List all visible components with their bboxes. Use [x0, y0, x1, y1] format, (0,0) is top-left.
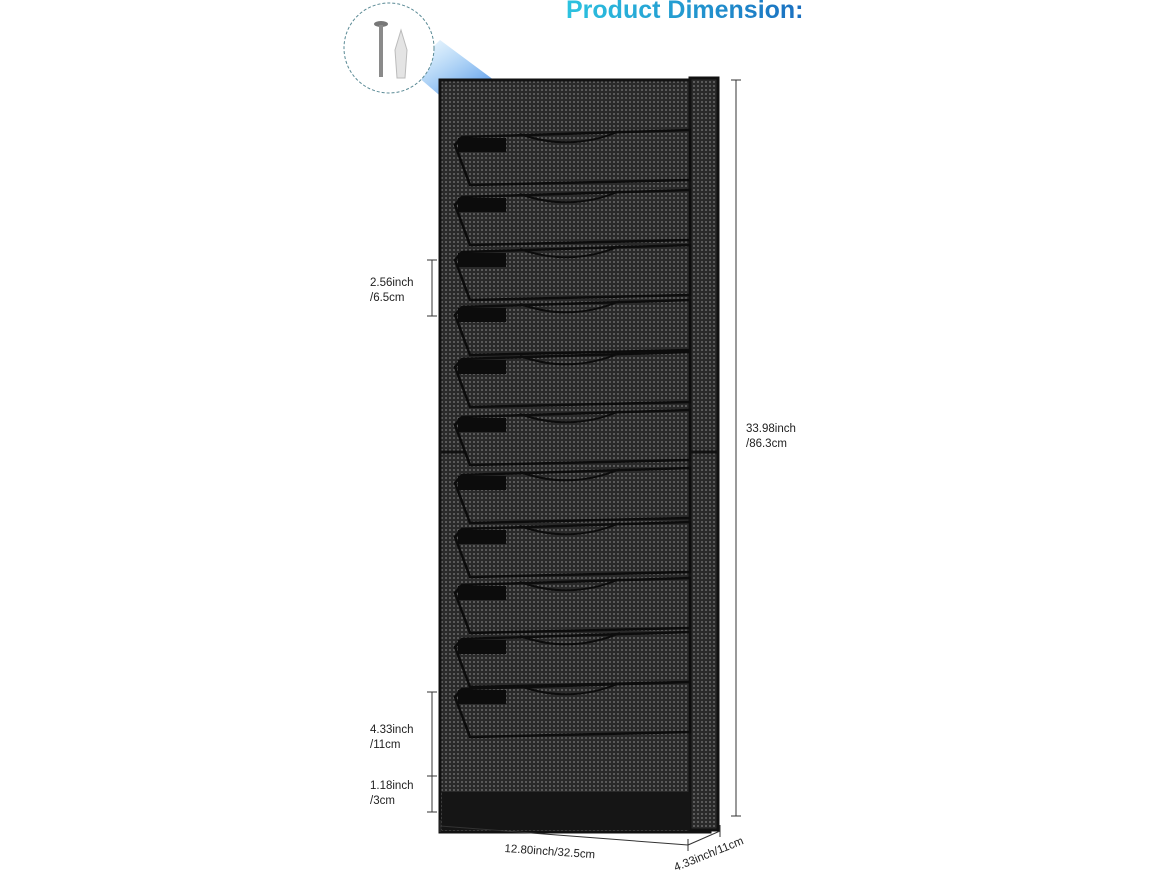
label-tab	[458, 138, 506, 152]
height-inch: 33.98inch	[746, 423, 796, 435]
pocket-curve	[519, 300, 621, 314]
pocket-curve	[519, 522, 621, 536]
label-tab	[458, 530, 506, 544]
bottom-height-label: 1.18inch /3cm	[370, 779, 413, 809]
dimension-lines	[427, 79, 741, 851]
label-tab	[458, 640, 506, 654]
screw-icon	[374, 21, 388, 77]
height-label: 33.98inch /86.3cm	[746, 422, 796, 452]
pocket-spacing-label: 2.56inch /6.5cm	[370, 276, 413, 306]
pocket-curve	[519, 245, 621, 259]
pocket-depth-inch: 4.33inch	[370, 724, 414, 736]
pocket-depth-label: 4.33inch /11cm	[370, 723, 413, 753]
pocket-curve	[519, 468, 621, 482]
pocket-curve	[519, 410, 621, 424]
pocket-depth-cm: /11cm	[370, 739, 401, 751]
label-tab	[458, 253, 506, 267]
label-tab	[458, 690, 506, 704]
label-tab	[458, 360, 506, 374]
bottom-height-inch: 1.18inch	[370, 780, 414, 792]
bottom-height-cm: /3cm	[370, 795, 395, 807]
pocket-spacing-cm: /6.5cm	[370, 292, 405, 304]
product-dimension-title: Product Dimension:	[566, 0, 804, 25]
pocket-curve	[519, 130, 621, 144]
pocket-curve	[519, 190, 621, 204]
wall-file-organizer	[438, 76, 720, 834]
label-tab	[458, 418, 506, 432]
label-tab	[458, 586, 506, 600]
label-tab	[458, 198, 506, 212]
pocket-curve	[519, 578, 621, 592]
label-tab	[458, 476, 506, 490]
bottom-tray	[442, 792, 690, 830]
wall-anchor-icon	[394, 28, 408, 79]
pocket-curve	[519, 682, 621, 696]
label-tab	[458, 308, 506, 322]
height-cm: /86.3cm	[746, 438, 787, 450]
pocket-spacing-inch: 2.56inch	[370, 277, 414, 289]
pocket-curve	[519, 632, 621, 646]
pocket-curve	[519, 352, 621, 366]
hardware-callout	[343, 2, 435, 94]
